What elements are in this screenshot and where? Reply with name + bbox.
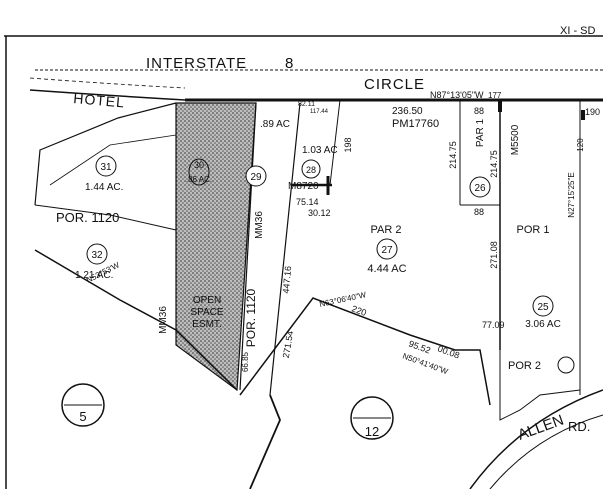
- map-page-12: 12: [350, 396, 394, 440]
- parcel-89-ac: .89 AC: [260, 119, 290, 130]
- parcel-29-number: 29: [250, 172, 262, 183]
- dim-236-50: 236.50: [392, 106, 423, 117]
- parcel-31-area: 1.44 AC.: [85, 182, 123, 193]
- dim-190: 190: [585, 107, 600, 117]
- bearing-n50: N50°41'40"W: [401, 351, 449, 376]
- dim-271-08: 271.08: [489, 241, 499, 269]
- parcel-30-number: 30: [194, 160, 204, 170]
- parcel-27-area: 4.44 AC: [367, 263, 406, 275]
- dim-177: 177: [488, 91, 502, 100]
- dim-214-75-a: 214.75: [448, 141, 458, 169]
- map-frame: [4, 35, 603, 489]
- map-page-12-number: 12: [365, 424, 379, 439]
- easement-line-1: OPEN: [193, 295, 221, 306]
- parcel-30-area: .86 AC.: [186, 175, 212, 184]
- mm36-left-label: MM36: [158, 306, 169, 334]
- por-1120-left-label: POR. 1120: [56, 210, 119, 225]
- bearing-n27: N27°15'25"E: [567, 172, 576, 217]
- interstate-8-label: INTERSTATE: [146, 55, 247, 72]
- m8720-label: M8720: [288, 181, 319, 192]
- parcel-25[interactable]: POR 1 25 3.06 AC: [516, 224, 560, 330]
- parcel-26-label: PAR 1: [475, 118, 486, 147]
- parcel-32-number: 32: [91, 250, 103, 261]
- dim-66-85: 66.85: [241, 351, 250, 372]
- parcel-27[interactable]: PAR 2 27 4.44 AC: [367, 224, 406, 275]
- map-page-5-number: 5: [79, 409, 86, 424]
- hotel-circle-left-label: HOTEL: [73, 90, 126, 110]
- dim-220: 220: [350, 303, 368, 318]
- parcel-por-2-label: POR 2: [508, 360, 541, 372]
- parcel-89-area: .89 AC: [260, 119, 290, 130]
- pm17760-label: PM17760: [392, 118, 439, 130]
- parcel-32[interactable]: 32 1.21 AC.: [75, 243, 113, 281]
- parcel-31-number: 31: [100, 162, 112, 173]
- parcel-27-label: PAR 2: [371, 224, 402, 236]
- parcel-28-number: 28: [306, 165, 316, 175]
- dim-198: 198: [343, 137, 353, 152]
- hotel-circle-bearing: N87°13'05"W: [430, 90, 484, 100]
- dim-00-08: 00.08: [436, 343, 461, 360]
- mm36-center-label: MM36: [254, 211, 265, 239]
- bearings: N53°53'W N63°06'40"W N50°41'40"W N27°15'…: [85, 172, 576, 376]
- dim-120: 120: [576, 138, 585, 152]
- parcel-25-number: 25: [537, 302, 549, 313]
- easement-line-3: ESMT.: [192, 319, 221, 330]
- allen-road-suffix: RD.: [568, 419, 590, 434]
- parcel-boundaries: [34, 99, 585, 489]
- parcel-25-label: POR 1: [516, 224, 549, 236]
- parcel-32-area: 1.21 AC.: [75, 270, 113, 281]
- dim-88-top: 88: [474, 106, 484, 116]
- parcel-31[interactable]: 31 1.44 AC.: [85, 155, 123, 193]
- map-page-5: 5: [61, 383, 105, 427]
- dim-88-bottom: 88: [474, 207, 484, 217]
- subdivision-references: PM17760 M5500 M8720 MM36 MM36 POR. 1120 …: [56, 118, 521, 347]
- parcel-por-2[interactable]: POR 2: [508, 356, 575, 374]
- easement-line-2: SPACE: [190, 307, 223, 318]
- dim-271-54: 271.54: [281, 330, 296, 359]
- open-space-easement-label: OPEN SPACE ESMT.: [190, 295, 223, 330]
- allen-road-label: ALLEN: [516, 412, 566, 444]
- dimensions: 236.50 88 88 214.75 214.75 75.14 30.12 1…: [241, 106, 600, 372]
- dim-75-14: 75.14: [296, 197, 319, 207]
- por-1120-center-label: POR. 1120: [244, 288, 258, 347]
- parcel-26[interactable]: PAR 1 26: [469, 118, 491, 198]
- interstate-8-number: 8: [285, 55, 293, 72]
- parcel-25-area: 3.06 AC: [525, 319, 561, 330]
- dim-214-75-b: 214.75: [489, 150, 499, 178]
- parcel-28[interactable]: 28 1.03 AC: [301, 145, 338, 179]
- m5500-label: M5500: [510, 124, 521, 155]
- interstate-8-right-of-way: INTERSTATE 8: [35, 55, 603, 72]
- dim-30-12: 30.12: [308, 208, 331, 218]
- dim-77-09: 77.09: [482, 320, 505, 330]
- parcel-28-area: 1.03 AC: [302, 145, 338, 156]
- dim-82-11: 82.11: [298, 101, 315, 108]
- dim-447-16: 447.16: [281, 266, 293, 294]
- hotel-circle-road: HOTEL CIRCLE N87°13'05"W 177 82.11 117.4…: [29, 76, 603, 115]
- parcel-30[interactable]: 30 .86 AC.: [186, 158, 212, 186]
- parcel-29[interactable]: 29: [245, 165, 267, 187]
- hotel-circle-right-label: CIRCLE: [364, 76, 425, 93]
- dim-117-44: 117.44: [310, 109, 329, 115]
- sheet-id: XI - SD: [560, 25, 596, 37]
- parcel-27-number: 27: [381, 245, 393, 256]
- parcel-26-number: 26: [474, 183, 486, 194]
